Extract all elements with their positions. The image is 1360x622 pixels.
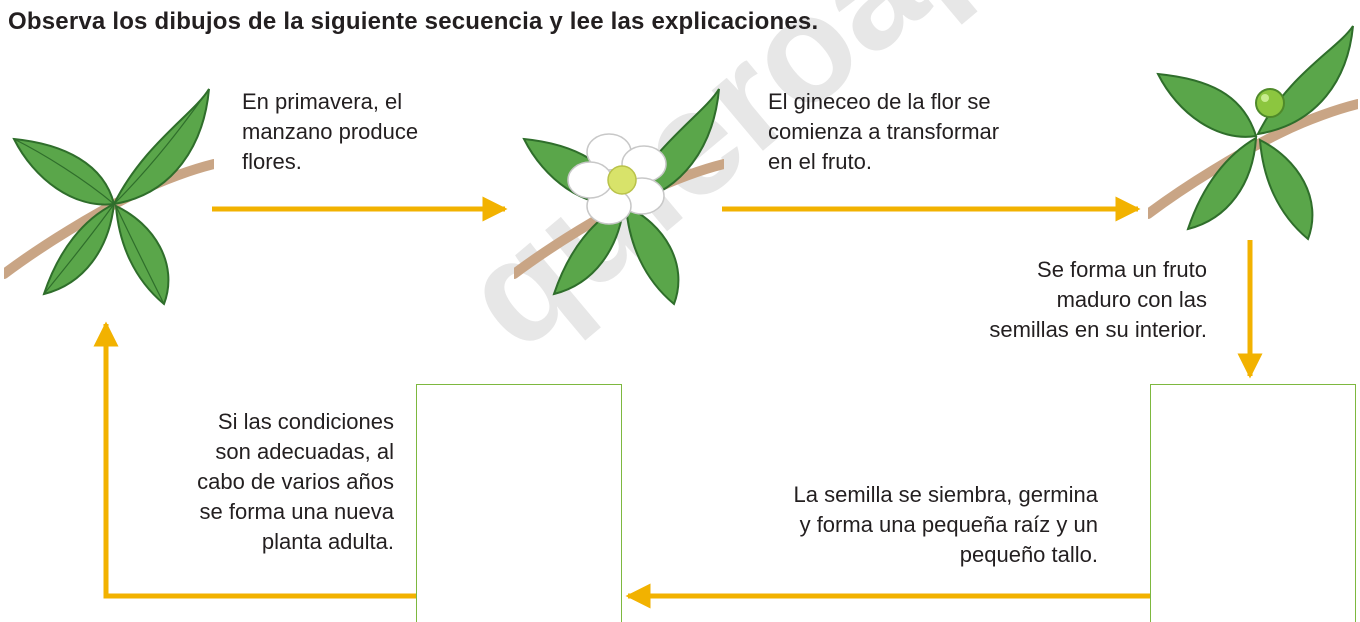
leaf-icon bbox=[12, 88, 210, 306]
step-text-2: El gineceo de la flor se comienza a tran… bbox=[768, 89, 1000, 174]
branch-leaves-image bbox=[4, 88, 214, 306]
page-title: Observa los dibujos de la siguiente secu… bbox=[8, 8, 819, 35]
arrow-5-to-1 bbox=[93, 321, 416, 599]
step-text-4: La semilla se siembra, germina y forma u… bbox=[793, 482, 1098, 567]
drawing-box-adult-plant[interactable] bbox=[416, 384, 622, 622]
fruit-icon bbox=[1255, 88, 1285, 118]
step-text-5: Si las condiciones son adecuadas, al cab… bbox=[197, 409, 394, 554]
flower-icon bbox=[567, 133, 667, 225]
drawing-box-germination[interactable] bbox=[1150, 384, 1356, 622]
step-text-1: En primavera, el manzano produce flores. bbox=[242, 89, 419, 174]
branch-fruit-image bbox=[1148, 25, 1358, 241]
step-text-3: Se forma un fruto maduro con las semilla… bbox=[989, 257, 1207, 342]
branch-flower-image bbox=[514, 88, 724, 306]
